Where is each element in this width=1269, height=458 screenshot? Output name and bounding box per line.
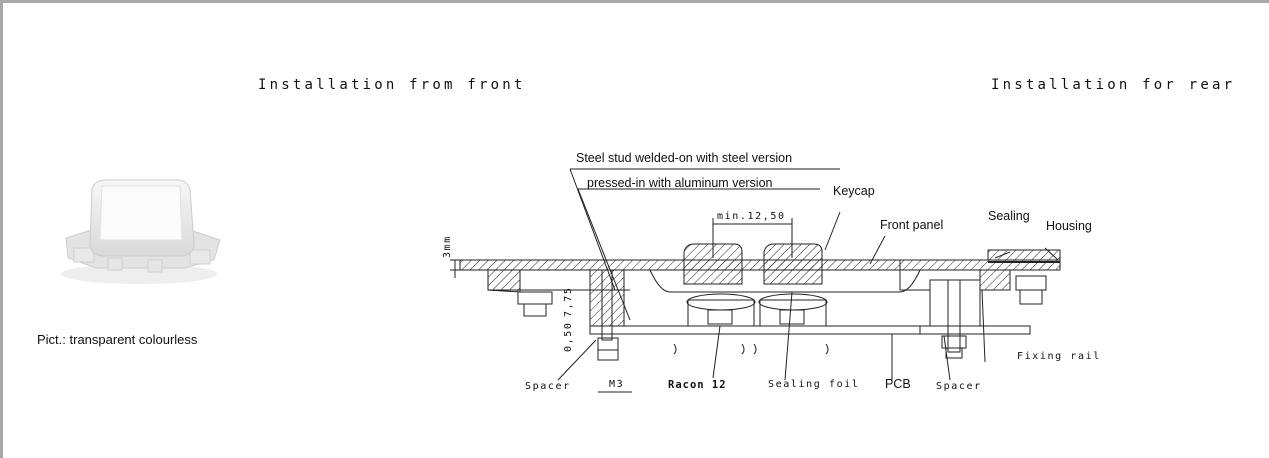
dimension-7-75: 7,75 xyxy=(563,286,574,317)
label-spacer-left: Spacer xyxy=(525,381,571,392)
frame-left-border xyxy=(0,0,3,458)
dimension-3mm: 3mm xyxy=(442,235,453,258)
label-front-panel: Front panel xyxy=(880,218,944,232)
frame-top-border xyxy=(0,0,1269,3)
dimension-min-12-50: min.12,50 xyxy=(717,211,786,222)
label-sealing-foil: Sealing foil xyxy=(768,379,860,390)
transparent-keycap-image xyxy=(61,179,221,284)
installation-cross-section-drawing xyxy=(450,168,1061,393)
label-racon-12: Racon 12 xyxy=(668,379,727,391)
label-pressed-in: pressed-in with aluminum version xyxy=(587,176,773,190)
label-fixing-rail: Fixing rail xyxy=(1017,351,1101,362)
label-pcb: PCB xyxy=(885,377,911,391)
label-housing: Housing xyxy=(1046,219,1092,233)
label-sealing: Sealing xyxy=(988,209,1030,223)
dimension-0-50: 0,50 xyxy=(563,321,574,352)
heading-installation-front: Installation from front xyxy=(258,77,526,93)
label-steel-stud: Steel stud welded-on with steel version xyxy=(576,151,793,165)
heading-installation-rear: Installation for rear xyxy=(991,77,1236,93)
label-keycap: Keycap xyxy=(833,184,875,198)
photo-caption: Pict.: transparent colourless xyxy=(37,332,198,347)
label-spacer-right: Spacer xyxy=(936,381,982,392)
label-m3: M3 xyxy=(609,379,625,390)
